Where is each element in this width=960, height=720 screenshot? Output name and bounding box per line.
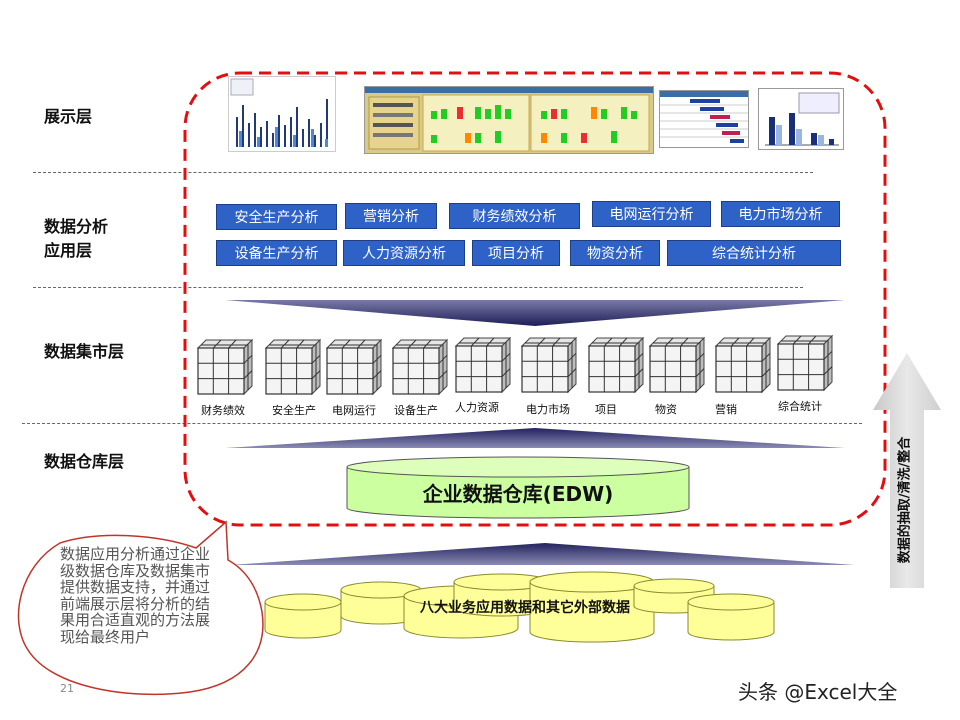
thumbnail-dashboard-graphic [365, 87, 653, 152]
mart-label: 财务绩效 [201, 404, 245, 417]
thumbnail-gantt [659, 90, 749, 148]
analysis-box-marketing: 营销分析 [345, 203, 437, 229]
analysis-box-grid-operation: 电网运行分析 [592, 201, 711, 227]
thumbnail-bar-chart [228, 76, 336, 152]
analysis-box-equipment: 设备生产分析 [216, 240, 337, 266]
separator-line [33, 172, 813, 173]
analysis-box-materials: 物资分析 [570, 240, 660, 266]
thumbnail-column-chart-graphic [765, 92, 840, 146]
edw-label: 企业数据仓库(EDW) [422, 482, 614, 506]
mart-label: 安全生产 [272, 404, 316, 417]
layer-label-warehouse: 数据仓库层 [44, 452, 125, 471]
layer-label-analysis-line1: 数据分析 [44, 217, 109, 236]
mart-label: 设备生产 [394, 404, 438, 417]
watermark: 头条 @Excel大全 [738, 680, 898, 704]
mart-label: 物资 [655, 403, 677, 416]
layer-label-mart: 数据集市层 [44, 342, 125, 361]
thumbnail-bar-chart-graphic [230, 78, 328, 147]
mart-label: 项目 [595, 403, 617, 416]
thumbnail-gantt-graphic [660, 91, 748, 143]
analysis-box-finance: 财务绩效分析 [449, 203, 580, 229]
mart-label: 营销 [715, 403, 737, 416]
mart-label: 综合统计 [778, 400, 822, 413]
analysis-box-safety: 安全生产分析 [216, 204, 337, 230]
mart-label: 电力市场 [526, 403, 570, 416]
analysis-box-project: 项目分析 [472, 240, 560, 266]
analysis-box-statistics: 综合统计分析 [667, 240, 841, 266]
mart-label: 人力资源 [455, 401, 499, 414]
thumbnail-dashboard-yellow [364, 86, 654, 154]
analysis-box-hr: 人力资源分析 [343, 240, 465, 266]
layer-label-analysis: 数据分析 应用层 [44, 215, 108, 263]
page-number: 21 [60, 682, 74, 695]
separator-line [22, 423, 862, 424]
analysis-box-power-market: 电力市场分析 [721, 201, 840, 227]
thumbnail-column-chart [758, 88, 844, 150]
layer-label-analysis-line2: 应用层 [44, 241, 93, 260]
mart-label: 电网运行 [332, 404, 376, 417]
layer-label-presentation: 展示层 [44, 107, 93, 126]
callout-text: 数据应用分析通过企业级数据仓库及数据集市提供数据支持，并通过前端展示层将分析的结… [60, 545, 211, 646]
sources-label: 八大业务应用数据和其它外部数据 [420, 600, 630, 616]
separator-line [33, 287, 803, 288]
